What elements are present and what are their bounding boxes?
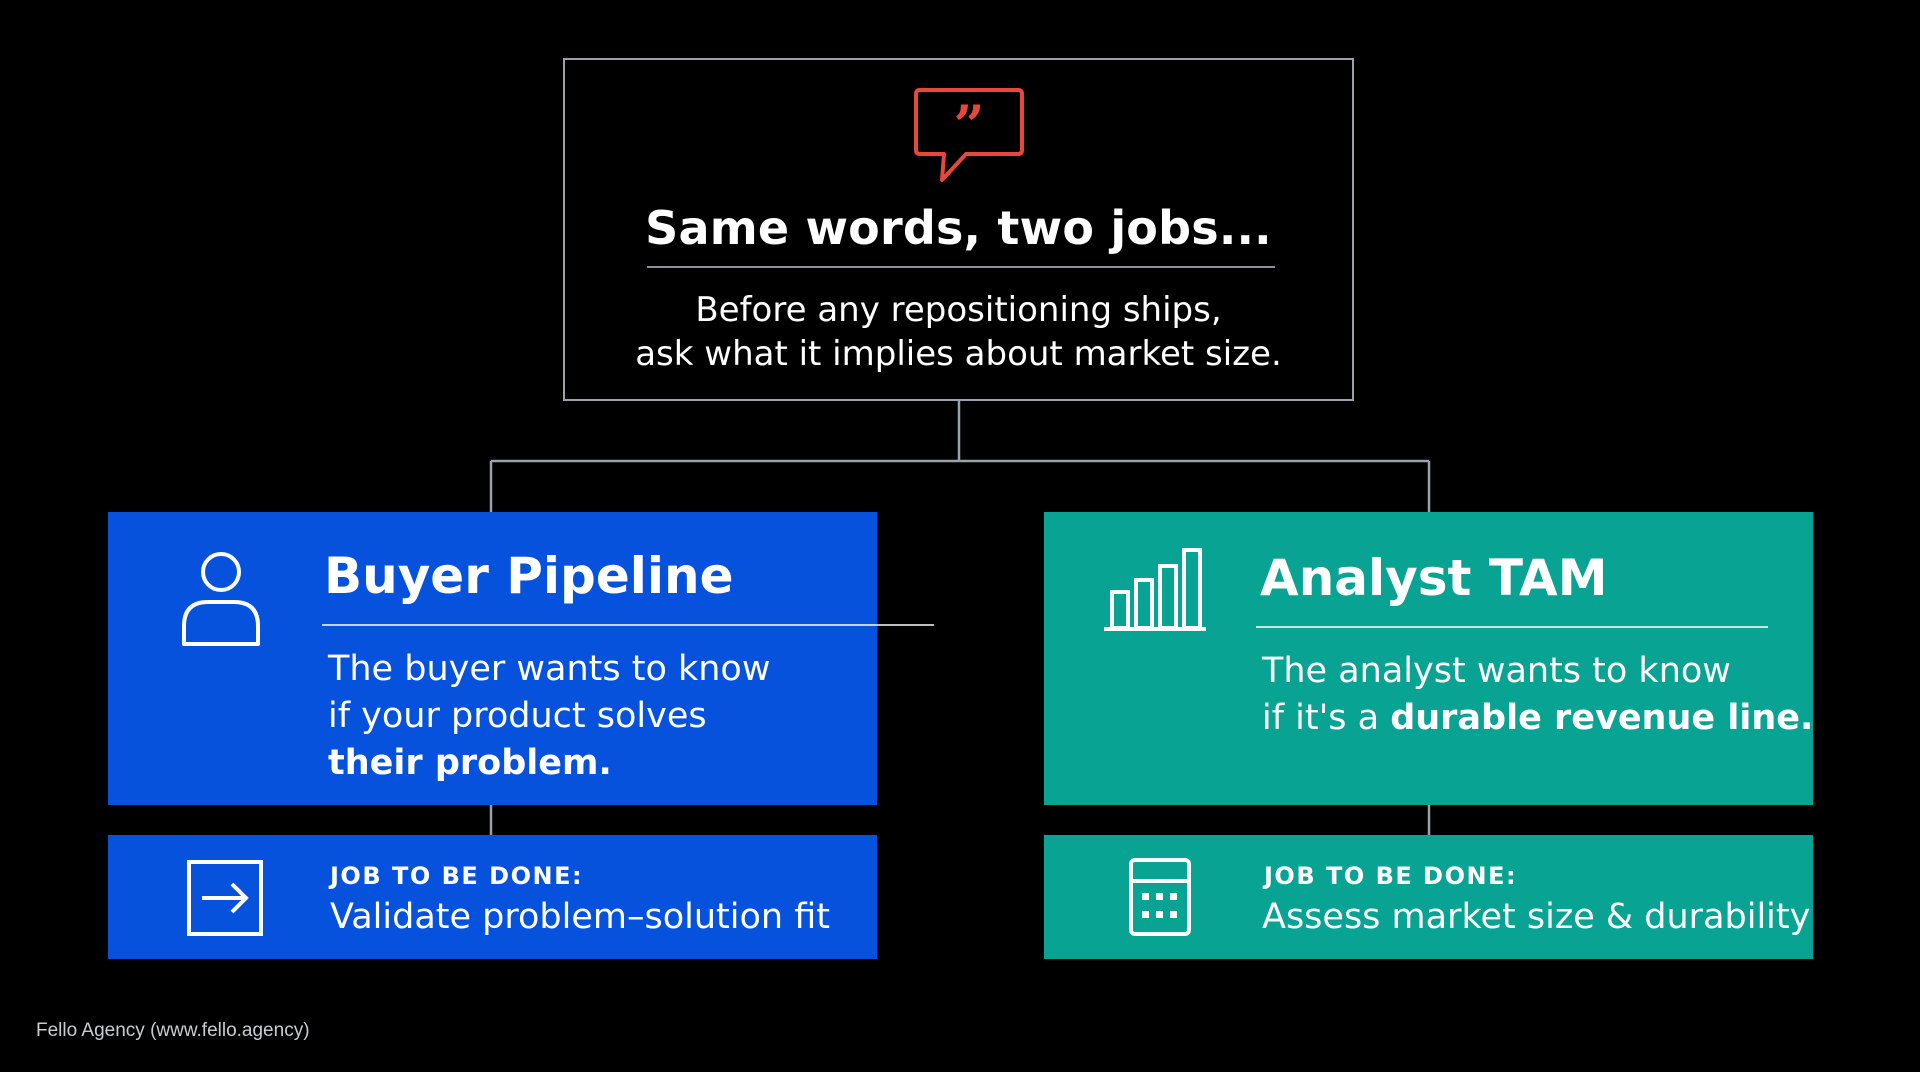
analyst-body-bold: durable revenue line. — [1390, 698, 1814, 738]
buyer-job-value: Validate problem–solution fit — [330, 897, 830, 937]
header-box: ” Same words, two jobs... Before any rep… — [563, 58, 1354, 401]
analyst-job-card: JOB TO BE DONE: Assess market size & dur… — [1044, 835, 1813, 959]
person-icon — [182, 552, 260, 646]
buyer-body-line: if your product solves — [328, 696, 707, 736]
buyer-body-line: The buyer wants to know — [328, 649, 771, 689]
buyer-job-label: JOB TO BE DONE: — [330, 862, 584, 890]
analyst-tam-body: The analyst wants to know if it's a dura… — [1262, 648, 1813, 742]
header-body-line: Before any repositioning ships, — [695, 290, 1222, 330]
buyer-job-card: JOB TO BE DONE: Validate problem–solutio… — [108, 835, 877, 959]
header-divider — [647, 266, 1275, 268]
buyer-pipeline-title: Buyer Pipeline — [324, 547, 734, 605]
header-body-line: ask what it implies about market size. — [635, 334, 1282, 374]
analyst-body-prefix: if it's a — [1262, 698, 1391, 738]
analyst-body-line: The analyst wants to know — [1262, 651, 1731, 691]
footer-credit: Fello Agency (www.fello.agency) — [36, 1020, 310, 1041]
calculator-icon — [1129, 858, 1191, 936]
analyst-job-value: Assess market size & durability — [1262, 897, 1811, 937]
arrow-right-box-icon — [187, 860, 263, 936]
buyer-pipeline-body: The buyer wants to know if your product … — [328, 646, 770, 787]
analyst-tam-card: Analyst TAM The analyst wants to know if… — [1044, 512, 1813, 805]
bar-chart-icon — [1104, 548, 1206, 631]
svg-text:”: ” — [953, 93, 984, 157]
analyst-job-label: JOB TO BE DONE: — [1264, 862, 1518, 890]
analyst-tam-title: Analyst TAM — [1260, 549, 1608, 607]
header-title: Same words, two jobs... — [645, 201, 1272, 255]
speech-bubble-quote-icon: ” — [914, 88, 1024, 182]
analyst-tam-divider — [1256, 626, 1768, 628]
buyer-pipeline-card: Buyer Pipeline The buyer wants to know i… — [108, 512, 934, 805]
header-body: Before any repositioning ships, ask what… — [565, 288, 1352, 376]
buyer-pipeline-divider — [322, 624, 934, 626]
buyer-body-bold: their problem. — [328, 743, 612, 783]
